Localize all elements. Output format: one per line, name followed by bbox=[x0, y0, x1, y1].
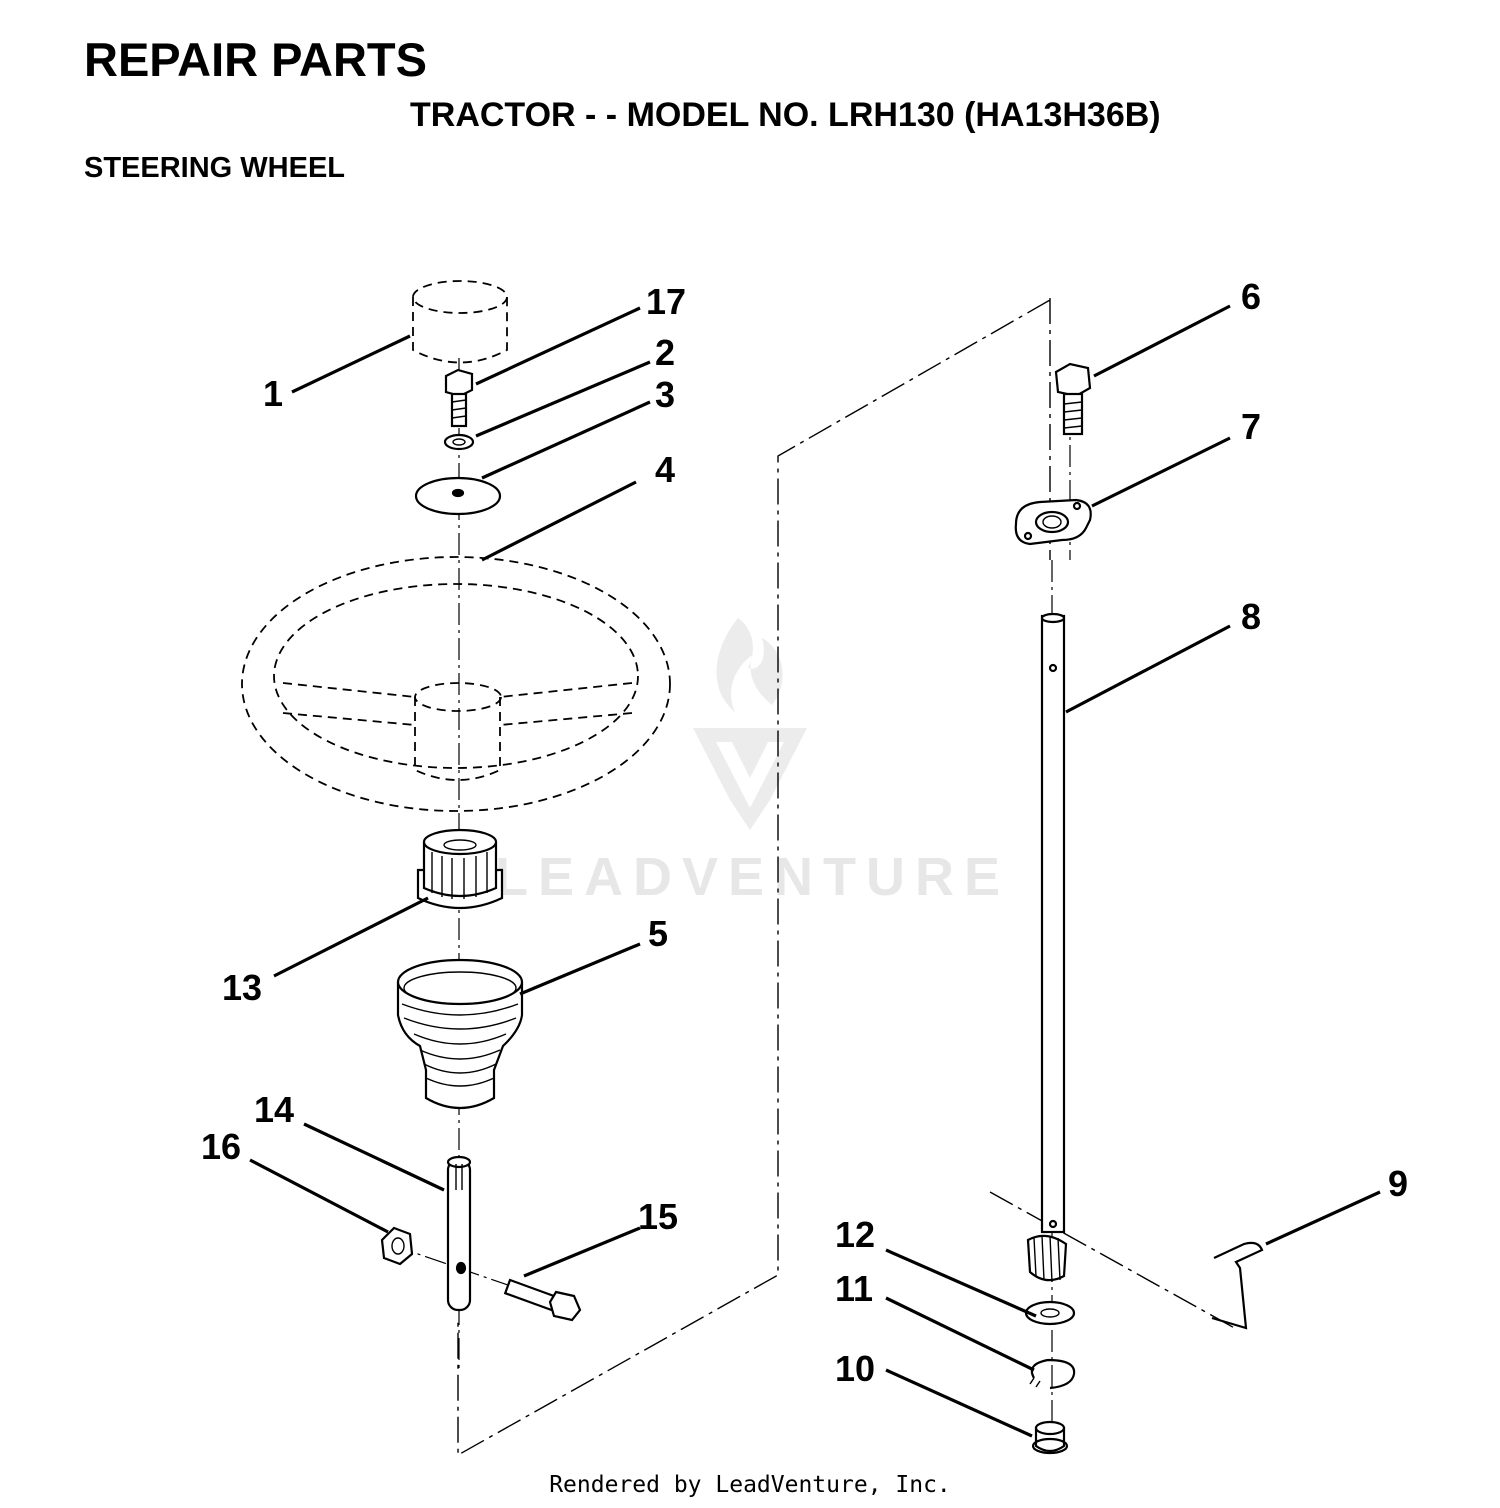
callout-16: 16 bbox=[201, 1126, 241, 1167]
spring-clip bbox=[1211, 1241, 1264, 1330]
pinion-gear bbox=[1026, 1234, 1068, 1283]
steering-shaft bbox=[1040, 612, 1066, 1234]
watermark-text: LEADVENTURE bbox=[495, 847, 1011, 907]
lock-washer bbox=[443, 433, 475, 451]
callout-8: 8 bbox=[1241, 596, 1261, 637]
callout-7: 7 bbox=[1241, 406, 1261, 447]
callout-11: 11 bbox=[835, 1268, 873, 1309]
cap-screw bbox=[444, 368, 474, 428]
page-title: REPAIR PARTS bbox=[84, 33, 427, 86]
callout-12: 12 bbox=[835, 1214, 875, 1255]
callout-1: 1 bbox=[263, 373, 283, 414]
callout-14: 14 bbox=[254, 1089, 294, 1130]
callout-3: 3 bbox=[655, 374, 675, 415]
spline-adapter bbox=[416, 828, 504, 910]
retaining-ring bbox=[1029, 1358, 1076, 1390]
callout-4: 4 bbox=[655, 449, 675, 490]
steering-wheel bbox=[241, 556, 671, 812]
model-subtitle: TRACTOR - - MODEL NO. LRH130 (HA13H36B) bbox=[410, 96, 1161, 134]
callout-15: 15 bbox=[638, 1196, 678, 1237]
column-bolt bbox=[1054, 362, 1092, 436]
shaft-washer bbox=[1024, 1300, 1076, 1326]
callout-10: 10 bbox=[835, 1348, 875, 1389]
footer-credit: Rendered by LeadVenture, Inc. bbox=[549, 1472, 951, 1498]
bushing bbox=[1031, 1420, 1069, 1455]
hex-bolt bbox=[503, 1278, 582, 1322]
callout-9: 9 bbox=[1388, 1163, 1408, 1204]
callout-2: 2 bbox=[655, 332, 675, 373]
callout-17: 17 bbox=[646, 281, 686, 322]
flat-washer bbox=[414, 476, 502, 516]
watermark-logo bbox=[693, 618, 807, 830]
section-title: STEERING WHEEL bbox=[84, 152, 346, 184]
callout-6: 6 bbox=[1241, 276, 1261, 317]
steering-cap bbox=[412, 280, 508, 364]
leader-lines bbox=[249, 304, 1381, 1438]
shaft-extension bbox=[446, 1155, 472, 1312]
hex-nut bbox=[380, 1226, 414, 1266]
flange-bearing bbox=[1014, 498, 1092, 546]
callout-13: 13 bbox=[222, 967, 262, 1008]
steering-boot bbox=[396, 958, 524, 1109]
callout-5: 5 bbox=[648, 913, 668, 954]
